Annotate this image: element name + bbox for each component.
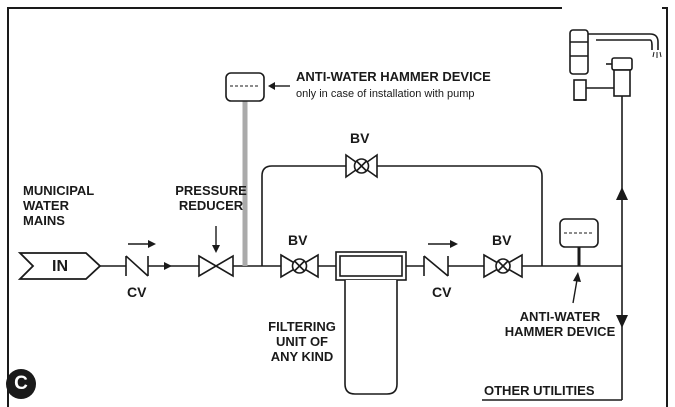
ball-valve-top (345, 153, 378, 179)
in-arrow-symbol (17, 252, 102, 280)
ball-valve-left (280, 253, 319, 279)
municipal-label-line1: MUNICIPAL (23, 183, 95, 198)
anti-water-hammer-tank-top (225, 72, 265, 102)
flow-arrow-down (616, 315, 628, 328)
other-utilities-label: OTHER UTILITIES (484, 383, 595, 398)
diagram-frame (7, 7, 668, 407)
ball-valve-right (483, 253, 523, 279)
anti-water-hammer-top-pointer (268, 82, 290, 90)
cv-right-label: CV (432, 284, 452, 300)
filtering-unit-label-line1: FILTERING (268, 319, 336, 334)
filtering-unit-label-line3: ANY KIND (270, 349, 334, 364)
filtering-unit-symbol (335, 251, 407, 395)
filtering-unit-label-line2: UNIT OF (276, 334, 328, 349)
municipal-label-line3: MAINS (23, 213, 65, 228)
municipal-label-line2: WATER (23, 198, 69, 213)
flow-arrow-cv-right (428, 240, 458, 248)
anti-water-hammer-bottom-line1: ANTI-WATER (519, 309, 601, 324)
pressure-reducer-arrow (212, 226, 220, 253)
flow-arrow-up (616, 187, 628, 200)
figure-letter-badge: C (6, 369, 36, 399)
anti-water-hammer-bottom-line2: HAMMER DEVICE (504, 324, 616, 339)
bv-right-label: BV (492, 232, 512, 248)
anti-water-hammer-top-note: only in case of installation with pump (296, 88, 475, 100)
check-valve-left (125, 255, 149, 277)
flow-arrow-main (164, 262, 172, 270)
in-label: IN (52, 258, 68, 275)
anti-water-hammer-bottom-pointer (572, 272, 581, 304)
check-valve-right (423, 255, 449, 277)
pressure-reducer-label-line1: PRESSURE (175, 183, 247, 198)
bv-left-label: BV (288, 232, 308, 248)
pressure-reducer-symbol (198, 254, 234, 278)
anti-water-hammer-top-title: ANTI-WATER HAMMER DEVICE (296, 69, 491, 84)
bypass-pipe (261, 165, 543, 266)
bv-top-label: BV (350, 130, 370, 146)
faucet-spray-icon (652, 51, 662, 58)
pressure-reducer-label-line2: REDUCER (178, 198, 244, 213)
flow-arrow-cv-left (128, 240, 156, 248)
cv-left-label: CV (127, 284, 147, 300)
faucet-icon (569, 29, 659, 101)
